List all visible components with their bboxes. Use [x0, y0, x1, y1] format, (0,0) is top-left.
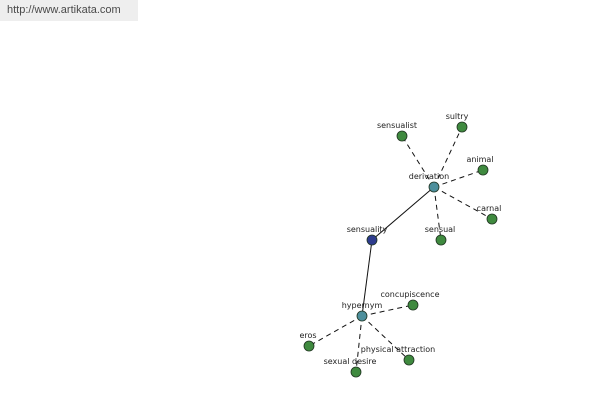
edge-sensuality-derivation — [371, 186, 435, 241]
node-label-concupiscence: concupiscence — [380, 290, 439, 299]
edge-hypernym-sexual-desire — [355, 315, 363, 373]
node-label-hypernym: hypernym — [342, 301, 383, 310]
node-sensual[interactable] — [435, 234, 447, 246]
edge-derivation-carnal — [433, 186, 493, 220]
node-eros[interactable] — [303, 340, 315, 352]
node-label-carnal: carnal — [477, 204, 502, 213]
node-sexual-desire[interactable] — [350, 366, 362, 378]
node-sensuality[interactable] — [366, 234, 378, 246]
node-physical-attraction[interactable] — [403, 354, 415, 366]
edge-hypernym-eros — [308, 315, 363, 347]
node-hypernym[interactable] — [356, 310, 368, 322]
edge-derivation-sultry — [433, 126, 463, 188]
node-label-eros: eros — [299, 331, 316, 340]
node-label-animal: animal — [466, 155, 493, 164]
url-bar: http://www.artikata.com — [0, 0, 138, 21]
edges-layer — [308, 126, 493, 373]
node-sensualist[interactable] — [396, 130, 408, 142]
edge-derivation-sensualist — [401, 135, 435, 188]
node-label-sultry: sultry — [446, 112, 469, 121]
node-sultry[interactable] — [456, 121, 468, 133]
node-carnal[interactable] — [486, 213, 498, 225]
node-label-physical-attraction: physical attraction — [361, 345, 435, 354]
node-label-sensuality: sensuality — [347, 225, 388, 234]
node-concupiscence[interactable] — [407, 299, 419, 311]
node-label-derivation: derivation — [409, 172, 449, 181]
node-label-sexual-desire: sexual desire — [324, 357, 377, 366]
node-label-sensual: sensual — [425, 225, 456, 234]
nodes-layer — [303, 121, 498, 378]
labels-layer: sensuality derivation hypernym sensualist su… — [299, 112, 501, 366]
edge-sensuality-hypernym — [361, 239, 373, 317]
edge-hypernym-physical-attraction — [361, 315, 410, 361]
node-label-sensualist: sensualist — [377, 121, 417, 130]
node-derivation[interactable] — [428, 181, 440, 193]
node-animal[interactable] — [477, 164, 489, 176]
url-link[interactable]: http://www.artikata.com — [7, 4, 121, 16]
